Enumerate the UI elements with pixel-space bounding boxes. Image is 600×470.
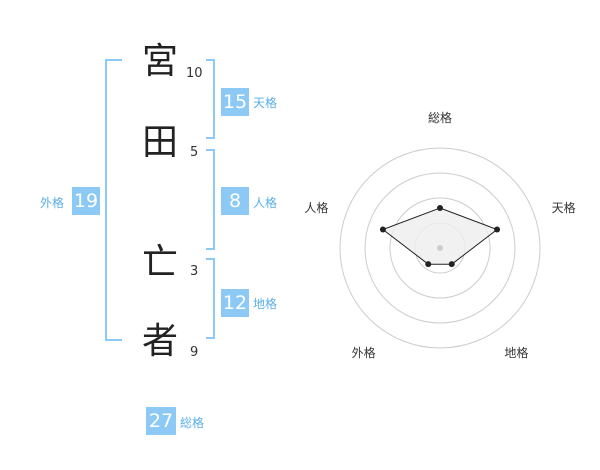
radar-axis-label-4: 外格 (352, 345, 376, 360)
radar-axis-label-2: 天格 (552, 200, 576, 215)
soukaku-label: 総格 (180, 416, 205, 430)
chikaku-label: 地格 (253, 297, 278, 311)
tenkaku-badge: 15 (221, 88, 249, 116)
gaikaku-badge: 19 (72, 187, 100, 215)
radar-value-polygon (381, 207, 499, 265)
radar-ring-3 (364, 172, 516, 324)
radar-axis-label-5: 人格 (304, 200, 328, 215)
chikaku-badge: 12 (221, 289, 249, 317)
radar-point-5 (379, 226, 386, 233)
tenkaku-bracket (206, 59, 215, 139)
radar-point-3 (448, 261, 455, 268)
jinkaku-badge: 8 (221, 187, 249, 215)
radar-point-2 (494, 226, 501, 233)
stroke-count-4: 9 (190, 345, 199, 360)
tenkaku-label: 天格 (253, 96, 278, 110)
name-char-1: 宮 (142, 41, 179, 82)
stroke-count-3: 3 (190, 264, 199, 279)
radar-axis-label-3: 地格 (504, 345, 528, 360)
chikaku-bracket (206, 258, 215, 339)
radar-point-1 (437, 205, 443, 211)
stroke-count-2: 5 (190, 145, 199, 160)
name-char-2: 田 (142, 122, 179, 163)
gaikaku-label: 外格 (40, 196, 65, 210)
name-char-4: 者 (142, 321, 179, 362)
radar-ring-4 (339, 147, 541, 349)
name-char-3: 亡 (142, 242, 179, 283)
radar-center-dot (437, 245, 443, 251)
radar-point-4 (425, 261, 432, 268)
gaikaku-bracket (105, 59, 122, 341)
soukaku-badge: 27 (146, 407, 176, 435)
radar-axis-label-1: 総格 (428, 110, 452, 125)
jinkaku-bracket (206, 149, 215, 250)
jinkaku-label: 人格 (253, 196, 278, 210)
radar-ring-2 (389, 197, 491, 299)
stroke-count-1: 10 (186, 66, 203, 81)
